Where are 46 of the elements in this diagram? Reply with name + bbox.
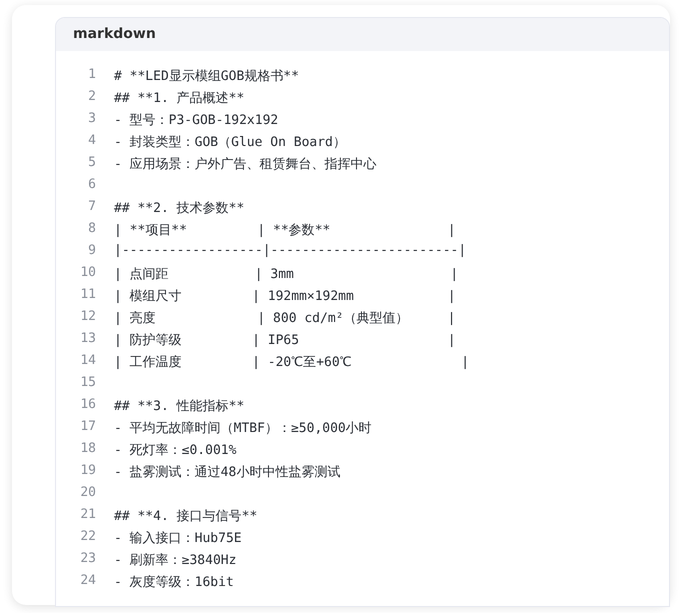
language-label: markdown: [73, 26, 156, 42]
code-line: - 灰度等级：16bit: [114, 574, 234, 591]
code-line: | 模组尺寸 | 192mm×192mm |: [114, 288, 456, 305]
line-number: 13: [79, 331, 96, 346]
code-line: ## **3. 性能指标**: [114, 398, 244, 415]
code-line: - 盐雾测试：通过48小时中性盐雾测试: [114, 464, 340, 481]
line-number: 16: [79, 397, 96, 412]
code-line: ## **1. 产品概述**: [114, 90, 244, 107]
code-line: - 封装类型：GOB（Glue On Board）: [114, 134, 346, 151]
line-number: 22: [79, 529, 96, 544]
code-line: | 防护等级 | IP65 |: [114, 332, 456, 349]
line-number: 4: [87, 133, 96, 148]
line-number: 24: [79, 573, 96, 588]
line-number: 23: [79, 551, 96, 566]
code-line: | 亮度 | 800 cd/m²（典型值） |: [114, 310, 456, 327]
code-line: - 平均无故障时间（MTBF）：≥50,000小时: [114, 420, 372, 437]
line-number: 2: [87, 89, 96, 104]
code-line: |------------------|------------------------|: [114, 243, 466, 258]
line-number: 8: [87, 221, 96, 236]
line-number: 20: [79, 485, 96, 500]
code-line: ## **2. 技术参数**: [114, 200, 244, 217]
line-number: 12: [79, 309, 96, 324]
line-number: 3: [87, 111, 96, 126]
code-line: | **项目** | **参数** |: [114, 222, 456, 239]
line-number: 11: [79, 287, 96, 302]
code-line: | 点间距 | 3mm |: [114, 266, 458, 283]
line-number: 19: [79, 463, 96, 478]
line-number: 21: [79, 507, 96, 522]
line-number: 7: [87, 199, 96, 214]
code-line: | 工作温度 | -20℃至+60℃ |: [114, 354, 470, 371]
line-number: 17: [79, 419, 96, 434]
line-number: 5: [87, 155, 96, 170]
line-number: 10: [79, 265, 96, 280]
line-number: 9: [87, 243, 96, 258]
code-line: # **LED显示模组GOB规格书**: [114, 68, 299, 85]
line-number: 14: [79, 353, 96, 368]
line-number: 6: [87, 177, 96, 192]
code-line: - 死灯率：≤0.001%: [114, 442, 236, 459]
code-line: - 型号：P3-GOB-192x192: [114, 112, 278, 129]
line-number: 15: [79, 375, 96, 390]
code-line: - 输入接口：Hub75E: [114, 530, 242, 547]
code-line: ## **4. 接口与信号**: [114, 508, 258, 525]
line-number: 1: [87, 67, 96, 82]
code-line: - 应用场景：户外广告、租赁舞台、指挥中心: [114, 156, 377, 173]
line-number: 18: [79, 441, 96, 456]
code-line: - 刷新率：≥3840Hz: [114, 552, 236, 569]
